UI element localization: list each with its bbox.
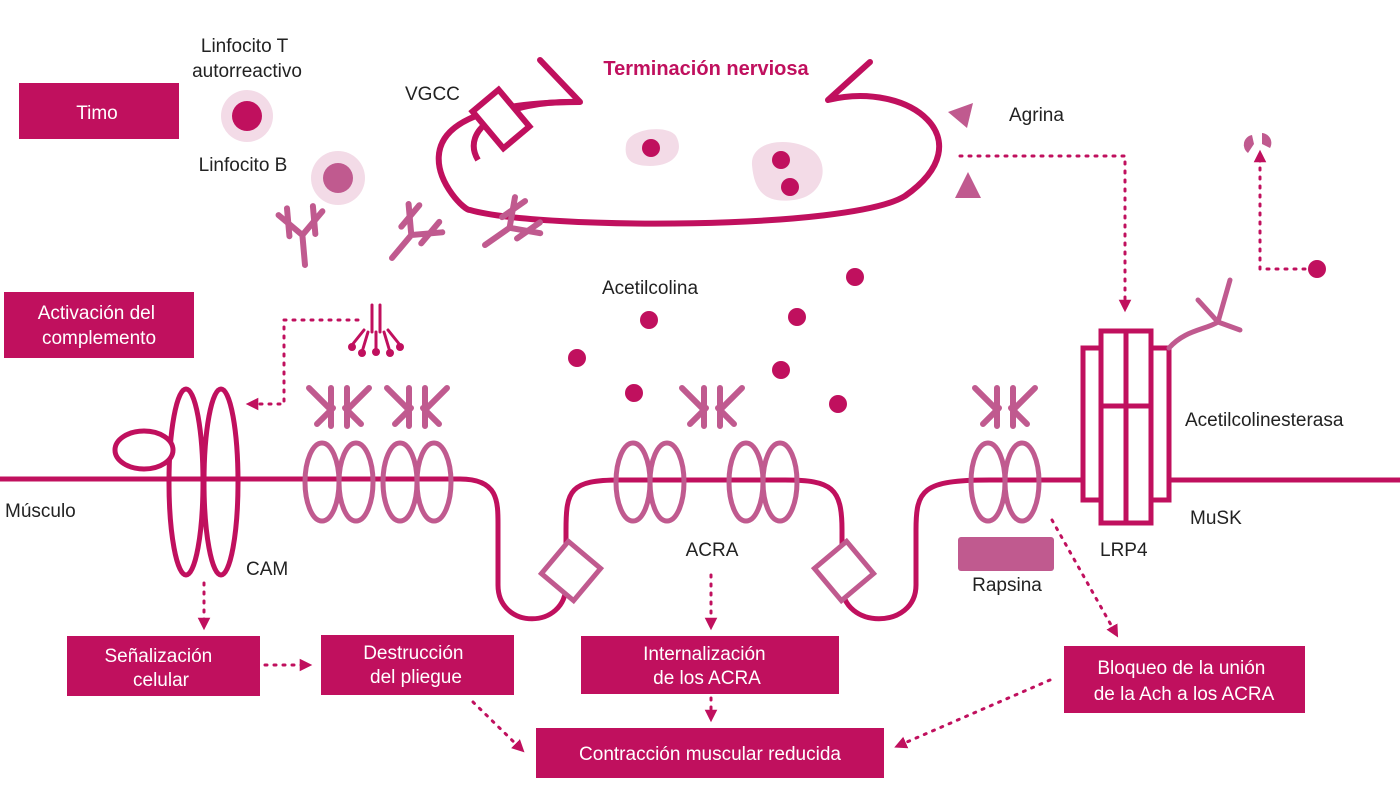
complemento-label: Activación del complemento xyxy=(38,303,161,349)
fold-channel xyxy=(810,537,878,605)
acetylcholine-molecule xyxy=(788,308,806,326)
complemento-box xyxy=(4,292,194,358)
destruccion-box xyxy=(321,635,514,695)
timo-box xyxy=(19,83,179,139)
receptor xyxy=(968,388,1042,524)
cam-complex: CAM xyxy=(112,386,288,580)
acetylcholine-molecule xyxy=(568,349,586,367)
receptor xyxy=(380,388,454,524)
receptor xyxy=(726,440,800,524)
flow-arrows xyxy=(197,518,1119,753)
agrina-label: Agrina xyxy=(1009,105,1064,126)
destruccion-label: Destrucción del pliegue xyxy=(363,643,469,688)
effects: Señalización celular Destrucción del pli… xyxy=(67,635,1305,778)
linfocito-b-label: Linfocito B xyxy=(199,155,288,176)
cam-label: CAM xyxy=(246,559,288,580)
agrin-icon xyxy=(948,103,973,128)
antibody-icon xyxy=(472,194,545,263)
complement-arrow xyxy=(245,318,360,411)
acetylcholine-molecule xyxy=(846,268,864,286)
receptor xyxy=(613,440,687,524)
acetylcholine-molecule xyxy=(1308,260,1326,278)
agrin-arrow xyxy=(958,154,1132,313)
linfocito-t-label: Linfocito T autorreactivo xyxy=(192,36,302,82)
bloqueo-label: Bloqueo de la unión de la Ach a los ACRA xyxy=(1094,658,1275,705)
internalizacion-label: Internalización de los ACRA xyxy=(643,644,771,689)
cleaved-molecule-icon xyxy=(1243,135,1254,153)
vgcc-channel xyxy=(468,85,534,153)
complement-complex xyxy=(348,303,404,357)
antibody-icon xyxy=(975,388,1035,426)
contraccion-box xyxy=(536,728,884,778)
muscle-membrane: Músculo xyxy=(0,476,1400,622)
senalizacion-label: Señalización celular xyxy=(104,646,217,691)
acetylcholine-molecule xyxy=(829,395,847,413)
acetilcolinesterasa-label: Acetilcolinesterasa xyxy=(1185,410,1344,431)
acetylcholine-molecule xyxy=(625,384,643,402)
t-lymphocyte-nucleus xyxy=(232,101,262,131)
rapsina-bar xyxy=(958,537,1054,571)
musk-lrp4-complex: Acetilcolinesterasa MuSK LRP4 xyxy=(1080,277,1344,561)
acetylcholinesterase-icon xyxy=(1166,277,1243,351)
acra-receptors: ACRA xyxy=(302,388,1042,561)
acetylcholine-molecule xyxy=(781,178,799,196)
antibody-icon xyxy=(309,388,369,426)
nerve-terminal: Terminación nerviosa VGCC xyxy=(405,57,943,227)
receptor xyxy=(302,388,376,524)
agrin-group: Agrina xyxy=(948,103,1132,313)
agrin-icon xyxy=(955,172,981,198)
musculo-label: Músculo xyxy=(5,501,76,522)
internalizacion-box xyxy=(581,636,839,694)
rapsina-group: Rapsina xyxy=(958,537,1054,596)
arrow-bloqueo-to-contraccion xyxy=(894,678,1052,749)
enzyme-cleavage xyxy=(1243,133,1326,278)
acetilcolina-label: Acetilcolina xyxy=(602,278,699,299)
timo-label: Timo xyxy=(76,103,118,124)
cleaved-molecule-icon xyxy=(1262,133,1272,148)
nerve-title: Terminación nerviosa xyxy=(603,58,809,80)
acetylcholine-molecule xyxy=(642,139,660,157)
musk-label: MuSK xyxy=(1190,508,1242,529)
acetylcholine-molecule xyxy=(772,361,790,379)
contraccion-label: Contracción muscular reducida xyxy=(579,744,841,765)
acra-label: ACRA xyxy=(686,540,739,561)
acetylcholine-field: Acetilcolina xyxy=(568,268,864,413)
antibody-icon xyxy=(375,199,446,272)
fold-channel xyxy=(537,537,605,605)
lrp4-label: LRP4 xyxy=(1100,540,1148,561)
vesicle xyxy=(751,142,823,201)
antibody-icon xyxy=(278,205,327,267)
arrow-destruccion-to-contraccion xyxy=(471,700,525,753)
b-lymphocyte-nucleus xyxy=(323,163,353,193)
bloqueo-box xyxy=(1064,646,1305,713)
arrow-receptor-to-bloqueo xyxy=(1050,518,1119,638)
vgcc-label: VGCC xyxy=(405,84,460,105)
acetylcholine-molecule xyxy=(772,151,790,169)
antibody-icon xyxy=(682,388,742,426)
senalizacion-box xyxy=(67,636,260,696)
acetylcholine-molecule xyxy=(640,311,658,329)
rapsina-label: Rapsina xyxy=(972,575,1042,596)
antibody-icon xyxy=(387,388,447,426)
immune-cells: Timo Linfocito T autorreactivo Linfocito… xyxy=(4,36,545,411)
